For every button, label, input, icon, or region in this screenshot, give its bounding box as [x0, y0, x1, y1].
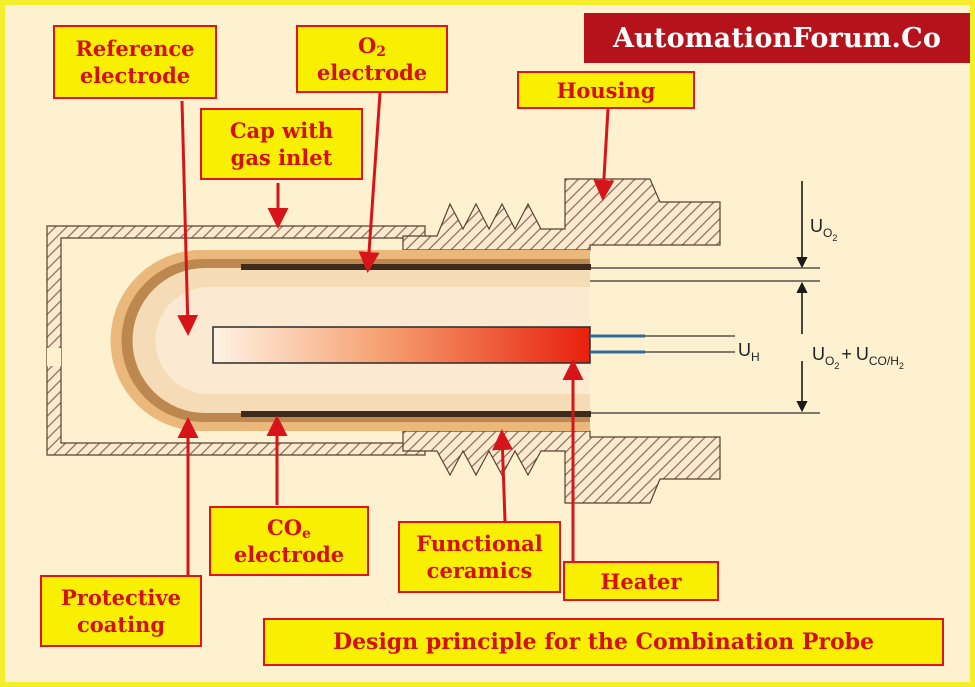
housing-shape — [402, 178, 721, 504]
reference-electrode-label: Reference electrode — [53, 25, 217, 99]
diagram-caption: Design principle for the Combination Pro… — [263, 618, 944, 666]
o2-electrode-shape — [241, 264, 591, 270]
heater-element — [212, 326, 591, 364]
probe-drawing: UO2 UH UO2+UCO/H2 — [46, 92, 904, 575]
functional-ceramics-label: Functional ceramics — [398, 521, 561, 593]
coe-electrode-label: COe electrode — [209, 506, 369, 576]
housing-pointer — [593, 108, 615, 201]
lead-wires — [590, 267, 820, 414]
coe-electrode-shape — [241, 411, 591, 417]
uh-voltage-label: UH — [738, 340, 760, 364]
heater-label: Heater — [563, 561, 719, 601]
o2-electrode-label: O2 electrode — [296, 25, 448, 93]
ceramics-pointer — [492, 429, 514, 522]
uo2-voltage-label: UO2 — [810, 216, 837, 243]
protective-coating-label: Protective coating — [40, 575, 202, 647]
cap-with-gas-inlet-label: Cap with gas inlet — [200, 108, 363, 180]
housing-label: Housing — [517, 71, 695, 109]
brand-logo: AutomationForum.Co — [584, 13, 970, 63]
reference-electrode-pointer — [177, 100, 199, 336]
sum-voltage-label: UO2+UCO/H2 — [812, 344, 904, 371]
o2-electrode-pointer — [358, 92, 382, 273]
label-pointers — [177, 92, 615, 575]
